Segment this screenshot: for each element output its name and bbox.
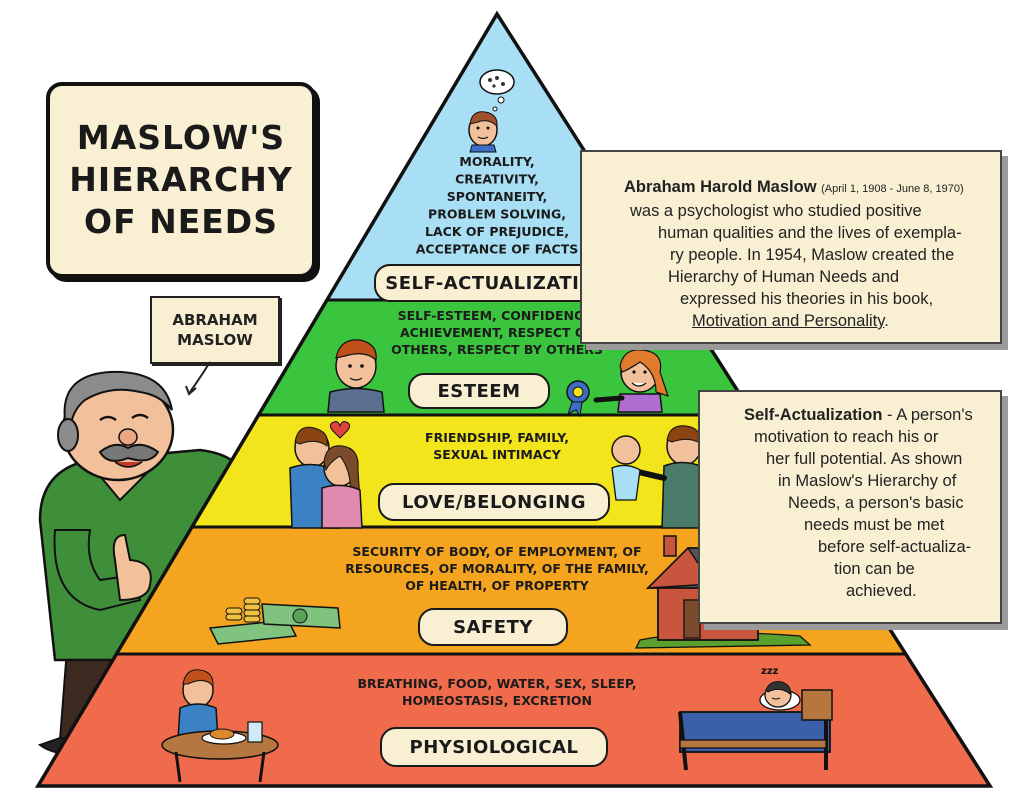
need-text-self-actualization: MORALITY, — [459, 154, 534, 169]
need-text-esteem: SELF-ESTEEM, CONFIDENCE, — [398, 308, 597, 323]
need-text-love-belonging: FRIENDSHIP, FAMILY, — [425, 430, 569, 445]
level-label-esteem: ESTEEM — [408, 373, 550, 409]
name-tag: ABRAHAM MASLOW — [150, 296, 280, 364]
definition-line: before self-actualiza- — [818, 538, 972, 556]
sleeping-bed-icon: zzz — [678, 666, 833, 771]
title-box: MASLOW'S HIERARCHY OF NEEDS — [46, 82, 316, 278]
parent-with-baby-icon — [611, 425, 707, 529]
need-text-safety: OF HEALTH, OF PROPERTY — [405, 578, 589, 593]
name-tag-line: MASLOW — [177, 331, 253, 349]
definition-term: Self-Actualization — [744, 406, 883, 424]
bio-panel — [580, 150, 1002, 344]
pointer-arrow-icon — [189, 361, 211, 393]
need-text-love-belonging: SEXUAL INTIMACY — [433, 447, 562, 462]
definition-line: tion can be — [834, 560, 915, 578]
girl-with-medal-icon — [566, 349, 669, 418]
definition-line: motivation to reach his or — [754, 428, 939, 446]
bio-line: expressed his theories in his book, — [680, 290, 934, 308]
need-text-self-actualization: ACCEPTANCE OF FACTS — [416, 242, 578, 257]
proud-kid-icon — [327, 339, 385, 413]
bio-name: Abraham Harold Maslow — [624, 178, 817, 196]
bio-line: human qualities and the lives of exempla… — [658, 224, 962, 242]
thinking-kid-icon — [468, 69, 515, 153]
level-label-physiological: PHYSIOLOGICAL — [380, 727, 608, 767]
hugging-couple-icon — [289, 421, 363, 529]
title-line: MASLOW'S — [76, 118, 286, 157]
arrow-head-icon — [185, 385, 197, 396]
eating-kid-icon — [161, 669, 279, 783]
bio-line: Hierarchy of Human Needs and — [668, 268, 900, 286]
definition-line: needs must be met — [804, 516, 945, 534]
need-text-physiological: HOMEOSTASIS, EXCRETION — [402, 693, 592, 708]
level-label-safety: SAFETY — [418, 608, 568, 646]
definition-line: in Maslow's Hierarchy of — [778, 472, 957, 490]
need-text-self-actualization: PROBLEM SOLVING, — [428, 207, 566, 222]
bio-dates: (April 1, 1908 - June 8, 1970) — [821, 183, 964, 195]
definition-line: achieved. — [846, 582, 917, 600]
title-line: HIERARCHY — [69, 160, 293, 199]
bio-text: Abraham Harold Maslow (April 1, 1908 - J… — [610, 176, 1010, 332]
bio-book-title: Motivation and Personality — [692, 312, 885, 330]
name-tag-line: ABRAHAM — [172, 311, 258, 329]
definition-line: her full potential. As shown — [766, 450, 963, 468]
need-text-safety: SECURITY OF BODY, OF EMPLOYMENT, OF — [352, 544, 641, 559]
definition-panel — [698, 390, 1002, 624]
level-label-love-belonging: LOVE/BELONGING — [378, 483, 610, 521]
bio-book-end: . — [884, 312, 889, 330]
need-text-self-actualization: LACK OF PREJUDICE, — [425, 224, 569, 239]
bio-line: ry people. In 1954, Maslow created the — [670, 246, 955, 264]
sleep-text: zzz — [761, 666, 779, 677]
need-text-esteem: ACHIEVEMENT, RESPECT OF — [400, 325, 594, 340]
title-line: OF NEEDS — [84, 202, 278, 241]
definition-intro: - A person's — [882, 406, 973, 424]
definition-text: Self-Actualization - A person's motivati… — [730, 404, 998, 602]
need-text-self-actualization: SPONTANEITY, — [447, 189, 547, 204]
need-text-safety: RESOURCES, OF MORALITY, OF THE FAMILY, — [345, 561, 649, 576]
need-text-esteem: OTHERS, RESPECT BY OTHERS — [391, 342, 603, 357]
definition-line: Needs, a person's basic — [788, 494, 964, 512]
money-icon — [208, 597, 341, 645]
bio-line: was a psychologist who studied positive — [630, 202, 922, 220]
needs-text-group: MORALITY, CREATIVITY, SPONTANEITY, PROBLEM … — [345, 154, 649, 708]
need-text-physiological: BREATHING, FOOD, WATER, SEX, SLEEP, — [357, 676, 636, 691]
need-text-self-actualization: CREATIVITY, — [455, 172, 539, 187]
